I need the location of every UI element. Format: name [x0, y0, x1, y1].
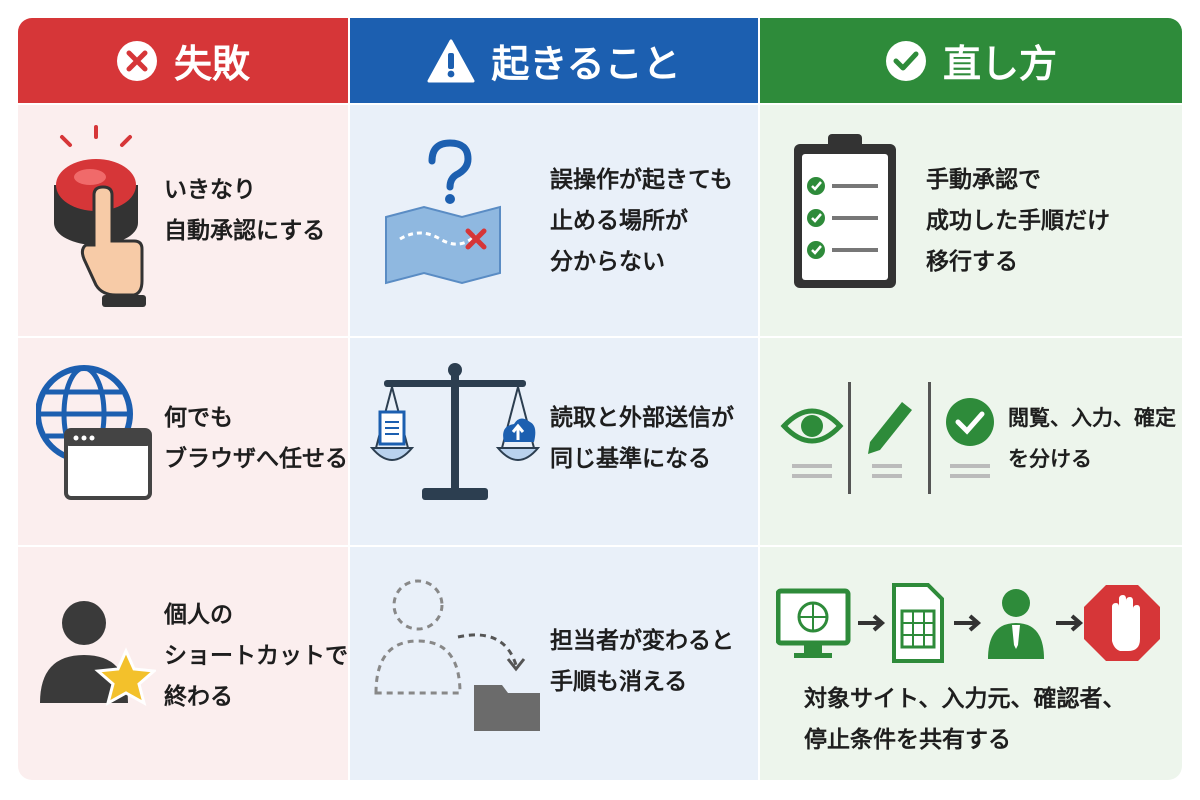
- row2-fail-text: 何でも ブラウザへ任せる: [164, 405, 348, 472]
- row1-fix-cell: 手動承認で 成功した手順だけ 移行する: [760, 105, 1182, 336]
- header-happen-label: 起きること: [491, 42, 681, 86]
- workflow-stop-icon: [776, 583, 1160, 663]
- web-monitor-icon: [776, 588, 851, 658]
- checklist-clipboard-icon: [794, 134, 896, 288]
- row3-fix-cell: 対象サイト、入力元、確認者、 停止条件を共有する: [760, 547, 1182, 780]
- row1-happen-cell: 誤操作が起きても 止める場所が 分からない: [350, 105, 758, 336]
- view-edit-confirm-icon: [780, 382, 994, 494]
- row2-happen-text: 読取と外部送信が 同じ基準になる: [550, 405, 734, 472]
- person-to-folder-icon: [374, 579, 540, 731]
- red-button-press-icon: [54, 125, 146, 307]
- row3-fail-text: 個人の ショートカットで 終わる: [164, 602, 348, 710]
- row1-happen-text: 誤操作が起きても 止める場所が 分からない: [550, 167, 733, 275]
- header-fail-label: 失敗: [173, 42, 250, 86]
- balance-scale-icon: [370, 363, 540, 500]
- row2-happen-cell: 読取と外部送信が 同じ基準になる: [350, 338, 758, 545]
- x-circle-icon: [116, 40, 157, 81]
- lost-map-icon: [385, 139, 501, 285]
- row2-fix-cell: 閲覧、入力、確定 を分ける: [760, 338, 1182, 545]
- header-fail: 失敗: [18, 18, 348, 103]
- row2-fix-text: 閲覧、入力、確定 を分ける: [1008, 406, 1176, 471]
- row2-fail-cell: 何でも ブラウザへ任せる: [18, 338, 348, 545]
- comparison-table: 失敗 起きること 直し方 いきなり 自動承認にする: [18, 18, 1182, 780]
- row3-happen-text: 担当者が変わると 手順も消える: [550, 628, 734, 695]
- warning-triangle-icon: [427, 39, 475, 82]
- row1-fix-text: 手動承認で 成功した手順だけ 移行する: [926, 167, 1110, 275]
- approver-person-icon: [988, 589, 1044, 659]
- check-circle-icon: [885, 40, 926, 81]
- header-fix: 直し方: [760, 18, 1182, 103]
- header-fix-label: 直し方: [942, 42, 1057, 86]
- person-star-icon: [40, 601, 156, 707]
- row1-fail-cell: いきなり 自動承認にする: [18, 105, 348, 336]
- row3-happen-cell: 担当者が変わると 手順も消える: [350, 547, 758, 780]
- header-happen: 起きること: [350, 18, 758, 103]
- row3-fix-text: 対象サイト、入力元、確認者、 停止条件を共有する: [804, 686, 1126, 753]
- row1-fail-text: いきなり 自動承認にする: [164, 177, 326, 244]
- globe-browser-icon: [36, 365, 152, 500]
- row3-fail-cell: 個人の ショートカットで 終わる: [18, 547, 348, 780]
- stop-hand-icon: [1084, 585, 1160, 661]
- spreadsheet-icon: [892, 583, 944, 663]
